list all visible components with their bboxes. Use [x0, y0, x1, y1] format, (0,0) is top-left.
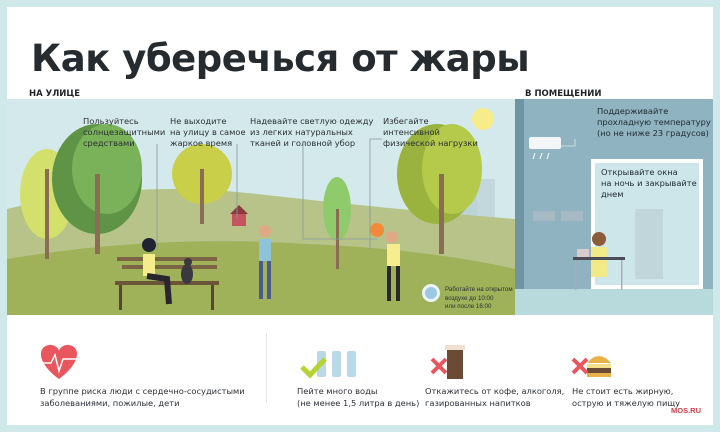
- footer-divider: [266, 333, 267, 403]
- wall-strip: [515, 99, 524, 315]
- park-illustration: [7, 108, 515, 315]
- sun-icon: [472, 108, 494, 130]
- page-title: Как уберечься от жары: [31, 37, 530, 80]
- water-bottles-check-icon: [300, 351, 356, 379]
- indoor-illustration: [529, 137, 663, 290]
- outdoor-section-label: НА УЛИЦЕ: [29, 89, 81, 99]
- footer-drink-water: Пейте много воды(не менее 1,5 литра в де…: [297, 386, 420, 408]
- brand-logo[interactable]: MOS.RU: [671, 406, 701, 415]
- burger-cross-icon: [571, 356, 611, 377]
- footer-risk-group: В группе риска люди с сердечно-сосудисты…: [40, 386, 245, 408]
- footer-icons: [40, 344, 611, 379]
- ball-icon: [370, 223, 384, 237]
- heart-pulse-icon: [40, 344, 78, 379]
- infographic-card: Как уберечься от жары НА УЛИЦЕ В ПОМЕЩЕН…: [7, 7, 713, 425]
- air-conditioner-icon: [529, 137, 561, 149]
- footer-avoid-drinks: Откажитесь от кофе, алкоголя,газированны…: [425, 386, 565, 408]
- indoor-section-label: В ПОМЕЩЕНИИ: [525, 89, 602, 99]
- coffee-cross-icon: [430, 345, 465, 379]
- footer-avoid-heavy-food: Не стоит есть жирную,острую и тяжелую пи…: [572, 386, 681, 408]
- clock-icon: [425, 287, 437, 299]
- footer-tips: В группе риска люди с сердечно-сосудисты…: [7, 315, 713, 425]
- floor: [515, 289, 713, 315]
